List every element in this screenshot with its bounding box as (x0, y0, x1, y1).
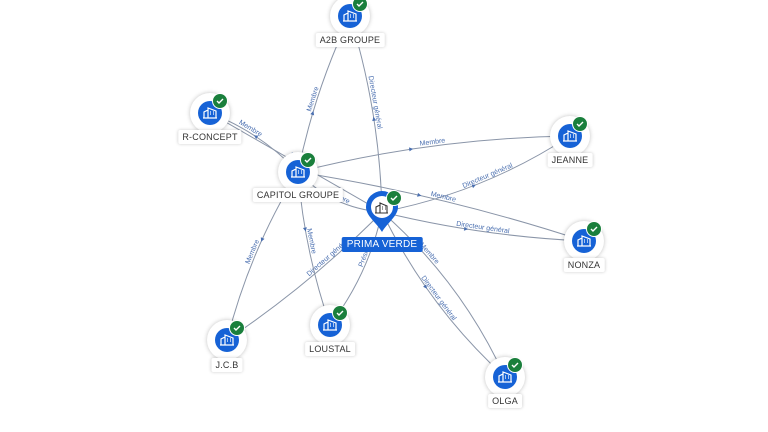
check-icon (586, 221, 602, 237)
node-r-concept[interactable] (190, 93, 230, 133)
node-nonza[interactable] (564, 221, 604, 261)
edge-prima-nonza (381, 211, 585, 242)
node-label[interactable]: CAPITOL GROUPE (252, 188, 344, 202)
check-icon (386, 190, 402, 206)
node-label-main[interactable]: PRIMA VERDE (341, 237, 423, 252)
edge-label: Directeur général (419, 275, 457, 323)
edge-label: Membre (430, 191, 457, 204)
node-label[interactable]: NONZA (563, 258, 605, 272)
edge-arrow (302, 227, 307, 232)
node-loustal[interactable] (310, 305, 350, 345)
node-label[interactable]: A2B GROUPE (315, 33, 385, 47)
edge-prima-jeanne (381, 135, 571, 213)
edge-capitol-jeanne (297, 135, 571, 173)
edge-label: Membre (419, 137, 445, 147)
check-icon (352, 0, 368, 12)
check-icon (572, 116, 588, 132)
edge-arrow (310, 110, 315, 116)
edge-prima-olga (381, 211, 506, 378)
check-icon (212, 93, 228, 109)
node-olga[interactable] (485, 357, 525, 397)
edge-label: Membre (305, 228, 317, 255)
edge-label: Directeur général (367, 75, 383, 130)
node-label[interactable]: JEANNE (547, 153, 593, 167)
node-prima-verde[interactable] (364, 190, 402, 234)
check-icon (507, 357, 523, 373)
edge-prima-olga (381, 211, 506, 378)
node-label[interactable]: R-CONCEPT (178, 130, 242, 144)
edge-arrow (463, 226, 469, 231)
edge-prima-jcb (226, 211, 383, 341)
edge-label: Directeur général (456, 221, 511, 236)
edge-arrow (471, 184, 476, 189)
check-icon (300, 152, 316, 168)
node-a2b-groupe[interactable] (330, 0, 370, 36)
node-jeanne[interactable] (550, 116, 590, 156)
node-jcb[interactable] (207, 320, 247, 360)
node-label[interactable]: LOUSTAL (305, 342, 355, 356)
edge-arrow (372, 116, 377, 122)
edge-label: Membre (306, 86, 321, 113)
node-capitol-groupe[interactable] (278, 152, 318, 192)
edge-capitol-nonza (297, 171, 585, 242)
edge-arrow (423, 284, 428, 289)
edge-label: Directeur général (462, 162, 515, 190)
check-icon (332, 305, 348, 321)
edge-arrow (260, 237, 265, 242)
check-icon (229, 320, 245, 336)
node-label[interactable]: J.C.B (211, 358, 243, 372)
edge-arrow (417, 192, 422, 197)
node-label[interactable]: OLGA (488, 394, 522, 408)
edge-arrow (408, 147, 414, 152)
edge-arrow (253, 135, 259, 140)
